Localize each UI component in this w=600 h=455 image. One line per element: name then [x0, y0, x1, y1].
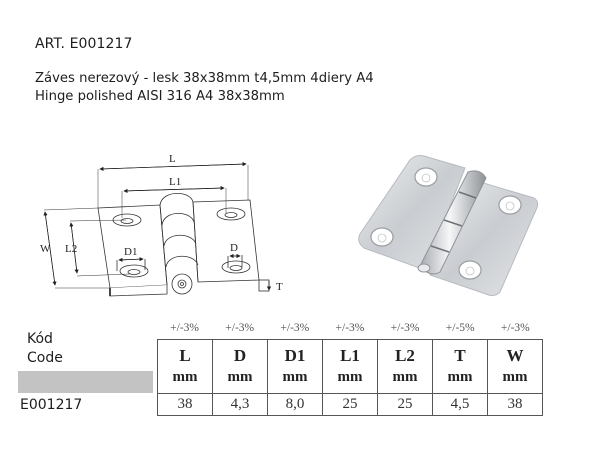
label-L2: L2 — [65, 243, 77, 255]
code-label-english: Code — [27, 350, 63, 366]
code-label: Kód Code — [27, 330, 63, 368]
tolerance-T: +/-5% — [445, 322, 475, 334]
label-L: L — [169, 153, 176, 165]
label-D1: D1 — [124, 246, 137, 258]
label-L1: L1 — [169, 176, 181, 188]
code-header-bar — [18, 371, 153, 393]
tolerance-D1: +/-3% — [280, 322, 310, 334]
hinge-technical-drawing: L L1 W L2 D1 D T — [40, 153, 283, 297]
article-number: ART. E001217 — [35, 36, 133, 52]
tolerance-W: +/-3% — [500, 322, 530, 334]
product-code: E001217 — [20, 397, 83, 413]
hinge-product-photo — [358, 155, 539, 297]
value-L2: 25 — [377, 393, 433, 416]
tolerance-L: +/-3% — [170, 322, 199, 334]
value-D1: 8,0 — [267, 393, 323, 416]
value-L: 38 — [157, 393, 213, 416]
description-english: Hinge polished AISI 316 A4 38x38mm — [35, 89, 285, 104]
code-label-slovak: Kód — [27, 331, 53, 347]
tolerance-D: +/-3% — [225, 322, 255, 334]
tolerance-L1: +/-3% — [335, 322, 365, 334]
tolerance-L2: +/-3% — [390, 322, 420, 334]
label-D: D — [230, 242, 238, 254]
label-W: W — [40, 243, 51, 255]
value-W: 38 — [487, 393, 543, 416]
description-slovak: Záves nerezový - lesk 38x38mm t4,5mm 4di… — [35, 71, 374, 86]
tolerance-row: +/-3% +/-3% +/-3% +/-3% +/-3% +/-5% +/-3… — [157, 322, 543, 334]
value-L1: 25 — [322, 393, 378, 416]
label-T: T — [276, 281, 283, 293]
table-row: 38 4,3 8,0 25 25 4,5 38 — [157, 393, 543, 416]
value-D: 4,3 — [212, 393, 268, 416]
value-T: 4,5 — [432, 393, 488, 416]
